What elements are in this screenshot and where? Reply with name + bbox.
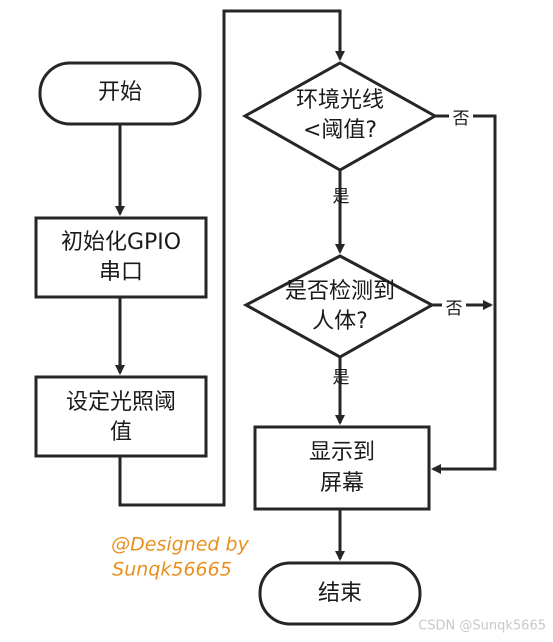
- signature-line1: @Designed by: [111, 534, 249, 556]
- designer-signature: @Designed by Sunqk56665: [111, 534, 249, 581]
- arrow-light-no: [431, 114, 497, 474]
- threshold-node: 设定光照阈 值: [34, 375, 208, 458]
- light-no-label: 否: [453, 109, 470, 129]
- signature-line2: Sunqk56665: [112, 559, 232, 581]
- display-label-line2: 屏幕: [320, 471, 364, 496]
- light-check-line2: <阈值?: [303, 118, 377, 143]
- init-label-line1: 初始化GPIO: [61, 230, 181, 255]
- arrow-threshold-to-light-check: [118, 9, 345, 507]
- light-yes-label: 是: [333, 187, 350, 207]
- threshold-label-line2: 值: [110, 420, 132, 445]
- init-node: 初始化GPIO 串口: [34, 216, 208, 299]
- start-node: 开始: [38, 61, 202, 126]
- person-yes-label: 是: [333, 368, 350, 388]
- threshold-label-line1: 设定光照阈: [66, 390, 176, 415]
- light-check-line1: 环境光线: [296, 88, 384, 113]
- person-check-line2: 人体?: [312, 309, 368, 334]
- person-no-label: 否: [446, 299, 463, 319]
- end-label: 结束: [318, 581, 362, 606]
- end-node: 结束: [258, 561, 422, 626]
- light-check-decision: 环境光线 <阈值?: [241, 61, 439, 172]
- edge-labels: 否 是 否 是: [333, 108, 473, 388]
- display-label-line1: 显示到: [309, 440, 375, 465]
- display-node: 显示到 屏幕: [253, 425, 431, 511]
- start-label: 开始: [98, 80, 142, 105]
- csdn-watermark: CSDN @Sunqk5665: [418, 619, 546, 634]
- init-label-line2: 串口: [99, 260, 143, 285]
- person-check-decision: 是否检测到 人体?: [242, 254, 436, 359]
- person-check-line1: 是否检测到: [285, 279, 395, 304]
